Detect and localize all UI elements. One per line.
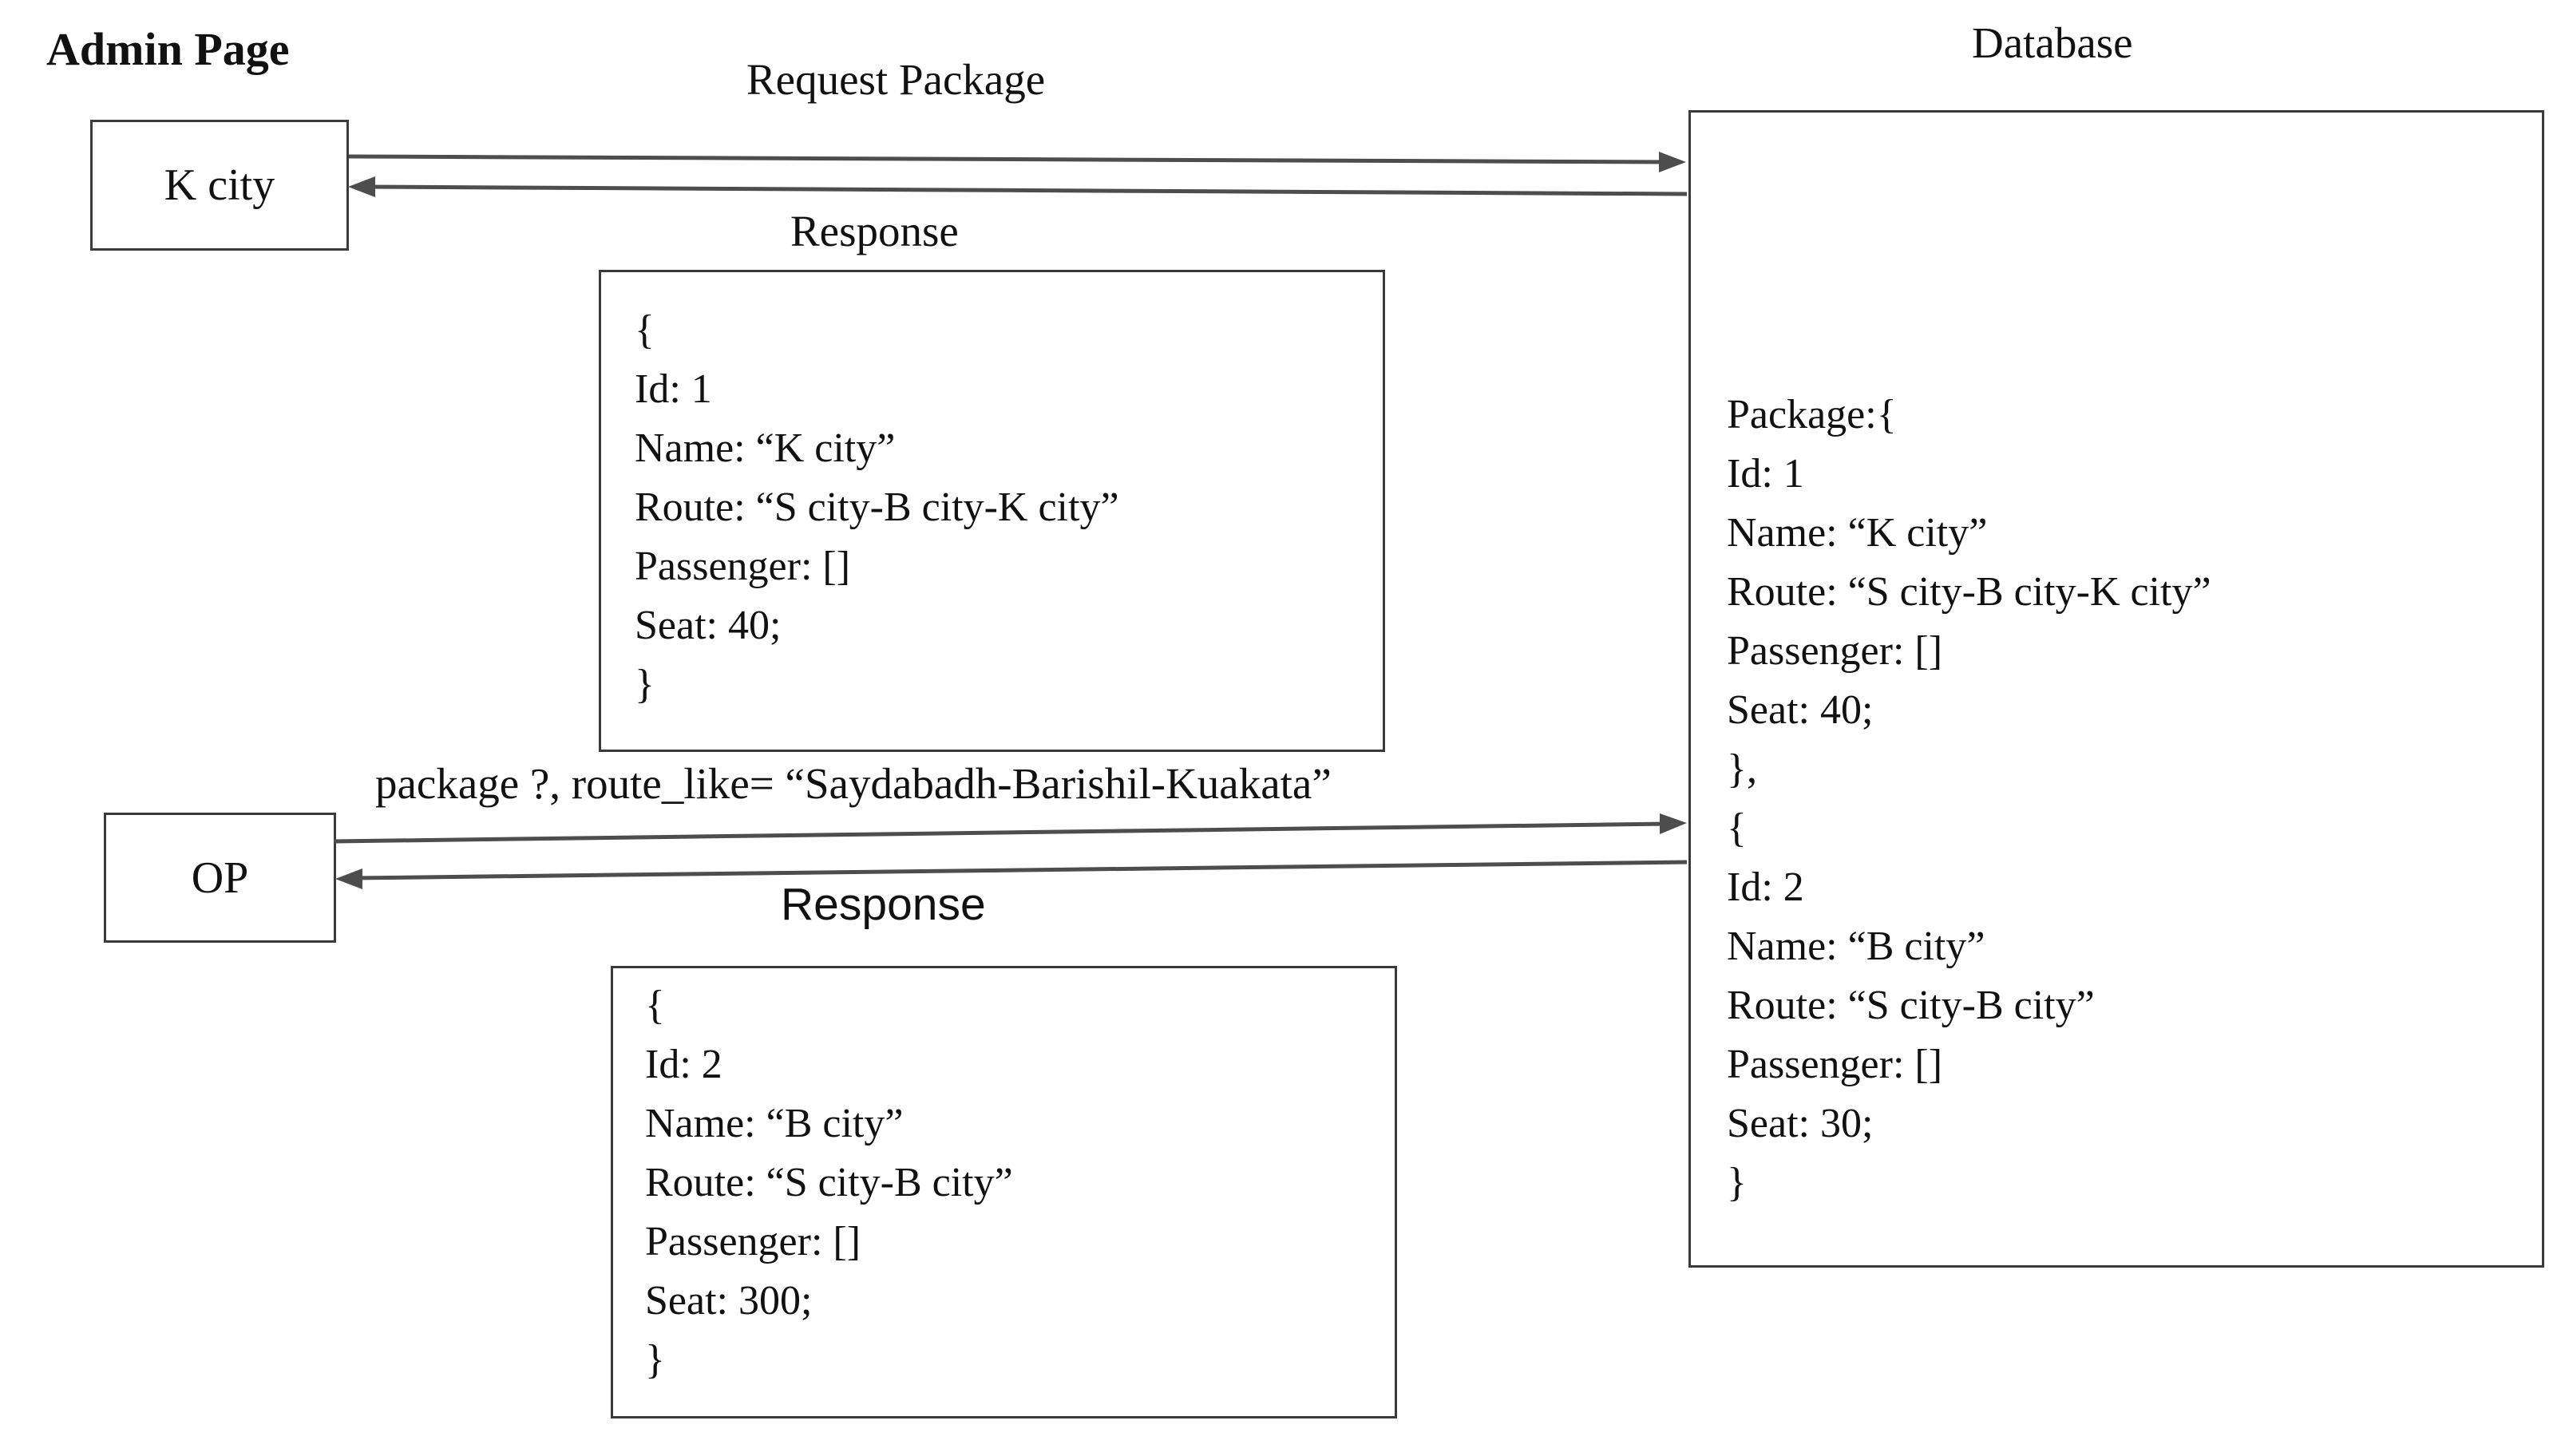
response-box-2-content: { Id: 2 Name: “B city” Route: “S city-B cit… <box>645 976 1013 1390</box>
op-node: OP <box>104 813 336 943</box>
code-line: Name: “B city” <box>645 1101 904 1146</box>
code-line: { <box>1727 805 1747 851</box>
code-line: Passenger: [] <box>1727 628 1943 674</box>
code-line: Passenger: [] <box>1727 1042 1943 1087</box>
code-line: Passenger: [] <box>645 1219 861 1264</box>
code-line: Seat: 40; <box>635 603 782 648</box>
code-line: Route: “S city-B city-K city” <box>635 485 1119 530</box>
database-records: Package:{ Id: 1 Name: “K city” Route: “S ci… <box>1727 386 2211 1213</box>
code-line: Id: 2 <box>1727 864 1804 910</box>
code-line: Seat: 30; <box>1727 1101 1874 1146</box>
code-line: Seat: 300; <box>645 1278 813 1323</box>
database-title: Database <box>1972 18 2133 67</box>
response-2-label: Response <box>781 879 986 930</box>
code-line: { <box>645 983 665 1028</box>
code-line: }, <box>1727 746 1757 792</box>
response-box-1: { Id: 1 Name: “K city” Route: “S city-B cit… <box>599 270 1385 752</box>
code-line: Package:{ <box>1727 392 1897 437</box>
query-arrow <box>333 813 1687 844</box>
code-line: { <box>635 307 655 353</box>
code-line: Route: “S city-B city-K city” <box>1727 569 2211 615</box>
code-line: } <box>645 1337 665 1383</box>
response-box-1-content: { Id: 1 Name: “K city” Route: “S city-B cit… <box>635 301 1119 714</box>
request-package-arrow <box>348 152 1686 172</box>
response-2-arrow <box>335 860 1688 889</box>
request-package-label: Request Package <box>746 55 1046 104</box>
code-line: } <box>635 662 655 707</box>
admin-page-title: Admin Page <box>46 23 290 75</box>
response-box-2: { Id: 2 Name: “B city” Route: “S city-B cit… <box>611 966 1397 1418</box>
database-box: Package:{ Id: 1 Name: “K city” Route: “S ci… <box>1688 110 2544 1268</box>
code-line: Name: “B city” <box>1727 924 1985 969</box>
op-node-label: OP <box>191 853 249 903</box>
code-line: Route: “S city-B city” <box>1727 983 2095 1028</box>
code-line: Seat: 40; <box>1727 687 1874 733</box>
response-1-label: Response <box>790 207 959 255</box>
code-line: Name: “K city” <box>1727 510 1988 556</box>
k-city-node-label: K city <box>164 160 275 210</box>
code-line: Passenger: [] <box>635 544 851 589</box>
code-line: } <box>1727 1160 1747 1205</box>
k-city-node: K city <box>90 120 349 251</box>
query-label: package ?, route_like= “Saydabadh-Barish… <box>375 759 1332 808</box>
code-line: Route: “S city-B city” <box>645 1160 1013 1205</box>
code-line: Id: 1 <box>635 366 712 412</box>
code-line: Name: “K city” <box>635 425 896 471</box>
code-line: Id: 1 <box>1727 451 1804 497</box>
response-1-arrow <box>348 176 1688 197</box>
code-line: Id: 2 <box>645 1042 722 1087</box>
